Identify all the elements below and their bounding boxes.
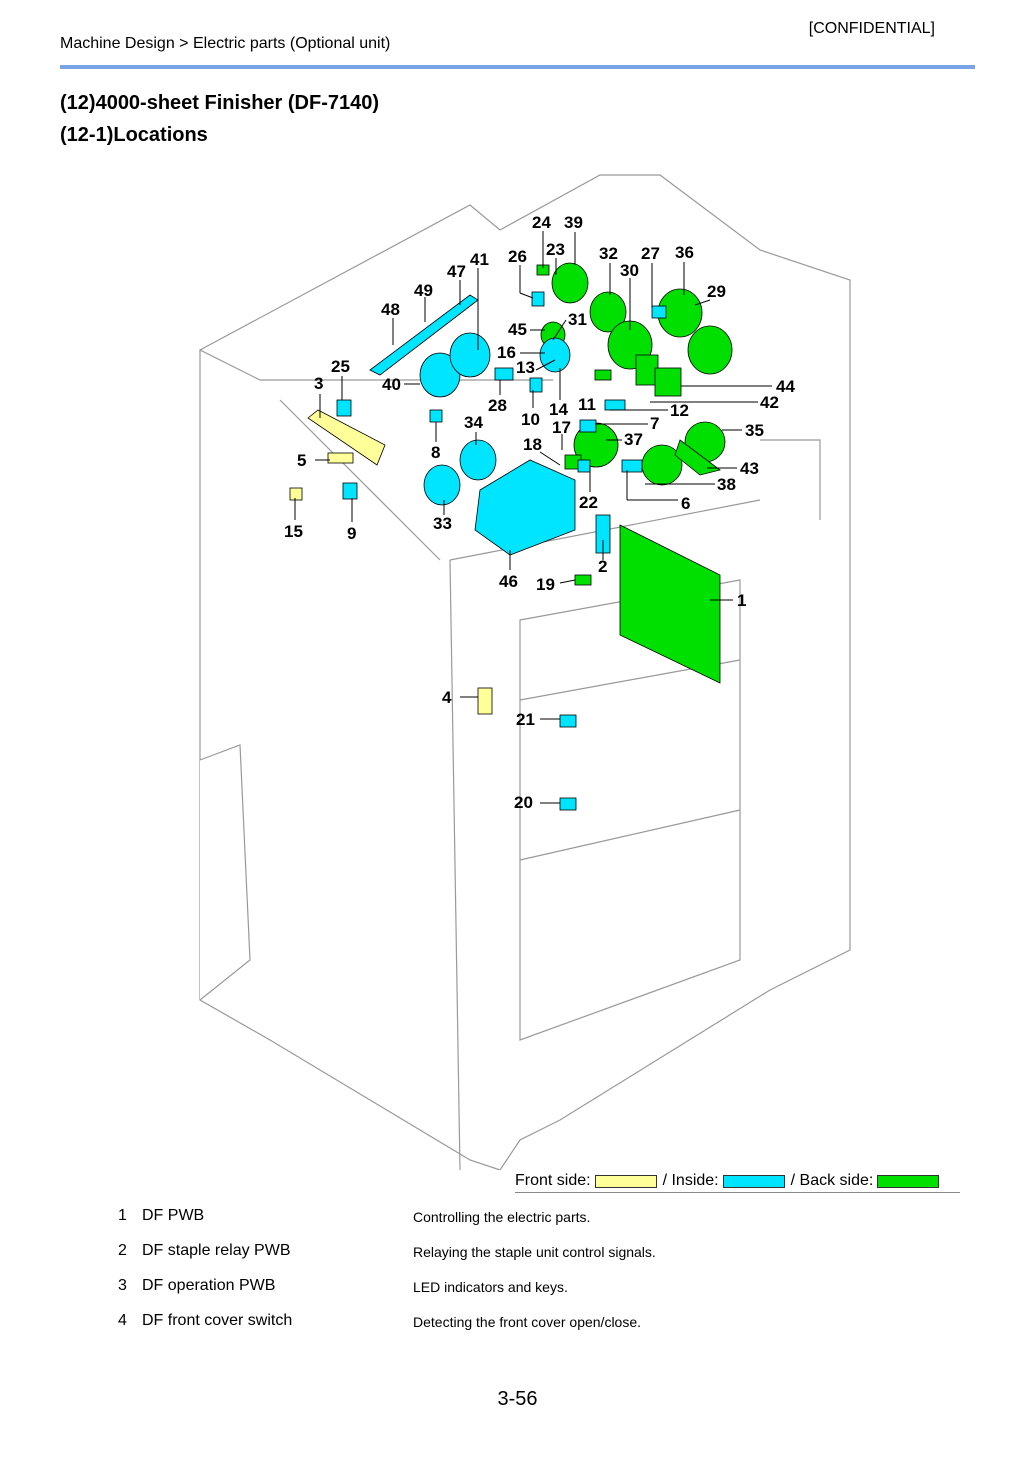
callout-41: 41 xyxy=(470,250,489,269)
section-title: (12)4000-sheet Finisher (DF-7140) xyxy=(60,92,380,114)
callout-15: 15 xyxy=(284,522,303,541)
part-name: DF PWB xyxy=(142,1207,205,1224)
callout-49: 49 xyxy=(414,281,433,300)
part-name: DF staple relay PWB xyxy=(142,1242,291,1259)
callout-47: 47 xyxy=(447,262,466,281)
part-number: 2 xyxy=(118,1242,127,1259)
callout-37: 37 xyxy=(624,430,643,449)
callout-24: 24 xyxy=(532,213,551,232)
legend-inside-swatch xyxy=(722,1174,785,1188)
legend-inside-label: / Inside: xyxy=(662,1172,719,1189)
callout-16: 16 xyxy=(497,343,516,362)
list-item: 2 DF staple relay PWB Relaying the stapl… xyxy=(118,1242,978,1277)
callout-14: 14 xyxy=(549,400,568,419)
callout-43: 43 xyxy=(740,459,759,478)
list-item: 4 DF front cover switch Detecting the fr… xyxy=(118,1312,978,1347)
legend-front-label: Front side: xyxy=(515,1172,591,1189)
callout-9: 9 xyxy=(347,524,356,543)
callout-11: 11 xyxy=(578,395,596,414)
callout-46: 46 xyxy=(499,572,518,591)
callout-22: 22 xyxy=(579,493,598,512)
callout-7: 7 xyxy=(650,414,659,433)
callout-28: 28 xyxy=(488,396,507,415)
callout-21: 21 xyxy=(516,710,535,729)
callout-12: 12 xyxy=(670,401,689,420)
legend-back-swatch xyxy=(877,1174,940,1188)
df-operation-pwb xyxy=(307,409,386,466)
callout-19: 19 xyxy=(536,575,555,594)
callout-35: 35 xyxy=(745,421,764,440)
part-number: 4 xyxy=(118,1312,127,1329)
callout-32: 32 xyxy=(599,244,618,263)
callout-38: 38 xyxy=(717,475,736,494)
callout-13: 13 xyxy=(516,358,535,377)
callout-1: 1 xyxy=(737,591,746,610)
callout-39: 39 xyxy=(564,213,583,232)
callout-17: 17 xyxy=(552,418,571,437)
callout-31: 31 xyxy=(568,310,587,329)
part-description: Controlling the electric parts. xyxy=(413,1209,591,1225)
callout-18: 18 xyxy=(523,435,542,454)
callout-45: 45 xyxy=(508,320,527,339)
legend-back-label: / Back side: xyxy=(790,1172,874,1189)
part-description: Relaying the staple unit control signals… xyxy=(413,1244,656,1260)
callout-48: 48 xyxy=(381,300,400,319)
finisher-parts-diagram: 1 2 3 4 5 6 7 8 9 10 11 12 13 14 15 16 1… xyxy=(199,174,851,1170)
breadcrumb: Machine Design > Electric parts (Optiona… xyxy=(60,35,391,52)
callout-25: 25 xyxy=(331,357,350,376)
df-front-cover-switch xyxy=(477,687,493,715)
callout-2: 2 xyxy=(598,557,607,576)
callout-23: 23 xyxy=(546,240,565,259)
part-number: 1 xyxy=(118,1207,127,1224)
callout-5: 5 xyxy=(297,451,306,470)
callout-27: 27 xyxy=(641,244,660,263)
callout-34: 34 xyxy=(464,413,483,432)
callout-29: 29 xyxy=(707,282,726,301)
legend-front-swatch xyxy=(594,1174,657,1188)
list-item: 1 DF PWB Controlling the electric parts. xyxy=(118,1207,978,1242)
callout-40: 40 xyxy=(382,375,401,394)
callout-4: 4 xyxy=(442,688,452,707)
callout-26: 26 xyxy=(508,247,527,266)
subsection-title: (12-1)Locations xyxy=(60,124,208,146)
callout-3: 3 xyxy=(314,374,323,393)
header-rule xyxy=(60,65,975,69)
part-description: Detecting the front cover open/close. xyxy=(413,1314,642,1330)
callout-42: 42 xyxy=(760,393,779,412)
callout-30: 30 xyxy=(620,261,639,280)
callout-33: 33 xyxy=(433,514,452,533)
callout-8: 8 xyxy=(431,443,440,462)
callout-44: 44 xyxy=(776,377,795,396)
color-legend: Front side: / Inside: / Back side: xyxy=(515,1170,960,1193)
callout-10: 10 xyxy=(521,410,540,429)
part-number: 3 xyxy=(118,1277,127,1294)
page-number: 3-56 xyxy=(497,1388,538,1410)
part-name: DF operation PWB xyxy=(142,1277,276,1294)
confidential-mark: [CONFIDENTIAL] xyxy=(808,20,935,37)
callout-36: 36 xyxy=(675,243,694,262)
part-description: LED indicators and keys. xyxy=(413,1279,568,1295)
df-pwb xyxy=(619,524,721,684)
list-item: 3 DF operation PWB LED indicators and ke… xyxy=(118,1277,978,1312)
parts-list: 1 DF PWB Controlling the electric parts.… xyxy=(118,1207,978,1347)
callout-6: 6 xyxy=(681,494,690,513)
part-name: DF front cover switch xyxy=(142,1312,293,1329)
callout-20: 20 xyxy=(514,793,533,812)
